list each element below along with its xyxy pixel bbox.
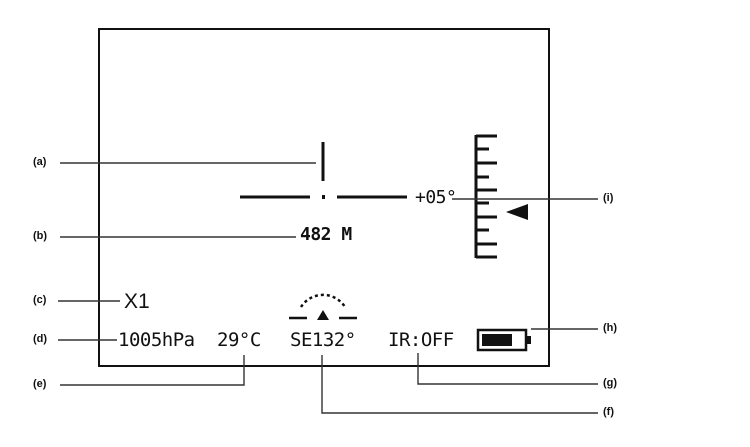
callout-label-b: (b) [33, 230, 48, 242]
temperature-readout: 29°C [217, 329, 261, 351]
display-frame [98, 28, 550, 367]
callout-label-e: (e) [33, 378, 47, 390]
callout-label-f: (f) [603, 406, 614, 418]
callout-label-h: (h) [603, 322, 618, 334]
tilt-pointer-icon [506, 204, 528, 220]
compass-arc [289, 293, 357, 320]
leader-lines [58, 162, 598, 414]
range-readout: 482 M [300, 224, 352, 245]
callout-label-g: (g) [603, 377, 618, 389]
tilt-scale [474, 134, 497, 259]
tilt-readout: +05° [415, 187, 457, 208]
compass-pointer-icon [317, 310, 329, 320]
ir-status-readout: IR:OFF [388, 329, 454, 351]
heading-readout: SE132° [290, 329, 356, 351]
callout-label-d: (d) [33, 333, 48, 345]
reticle [240, 142, 407, 199]
zoom-readout: X1 [124, 290, 150, 313]
callout-label-i: (i) [603, 192, 614, 204]
pressure-readout: 1005hPa [118, 329, 195, 351]
callout-label-a: (a) [33, 156, 47, 168]
battery-icon [476, 328, 531, 352]
callout-label-c: (c) [33, 294, 47, 306]
